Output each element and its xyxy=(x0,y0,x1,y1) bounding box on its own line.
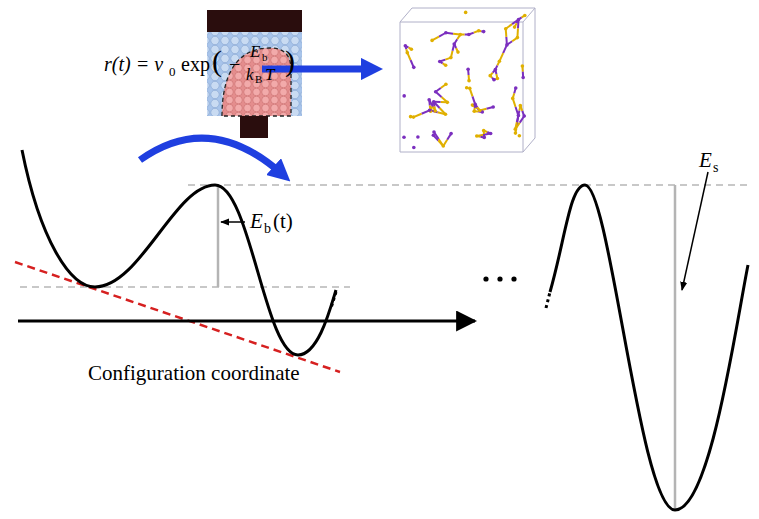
hop-arrow xyxy=(140,138,282,174)
axis-label: Configuration coordinate xyxy=(88,363,300,384)
formula-text: − xyxy=(229,54,240,74)
potential-curve xyxy=(22,150,748,510)
leader-arrow xyxy=(221,221,245,223)
barrier-label: (t) xyxy=(273,211,293,232)
zoom-arrow xyxy=(262,66,372,73)
formula-subscript: b xyxy=(262,52,268,63)
formula-text: T xyxy=(265,66,274,83)
formula-subscript: 0 xyxy=(169,65,176,78)
formula-text: r(t) = ν xyxy=(104,54,163,74)
ellipsis-dots xyxy=(483,276,516,281)
guide-lines xyxy=(20,185,748,510)
stable-energy-label: E xyxy=(699,150,712,171)
axis-arrow xyxy=(18,320,475,323)
barrier-label: E xyxy=(250,211,263,232)
slope-line xyxy=(15,262,340,372)
formula-subscript: B xyxy=(255,74,262,85)
formula-paren: ) xyxy=(285,46,295,76)
stable-energy-subscript: s xyxy=(713,161,718,175)
formula-text: k xyxy=(246,66,254,83)
formula-paren: ( xyxy=(212,46,222,76)
atomistic-box xyxy=(400,8,535,152)
formula-text: exp xyxy=(181,54,210,74)
formula-text: E xyxy=(250,43,260,60)
barrier-subscript: b xyxy=(264,222,271,236)
device-schematic xyxy=(207,10,302,138)
leader-arrow xyxy=(682,172,708,290)
